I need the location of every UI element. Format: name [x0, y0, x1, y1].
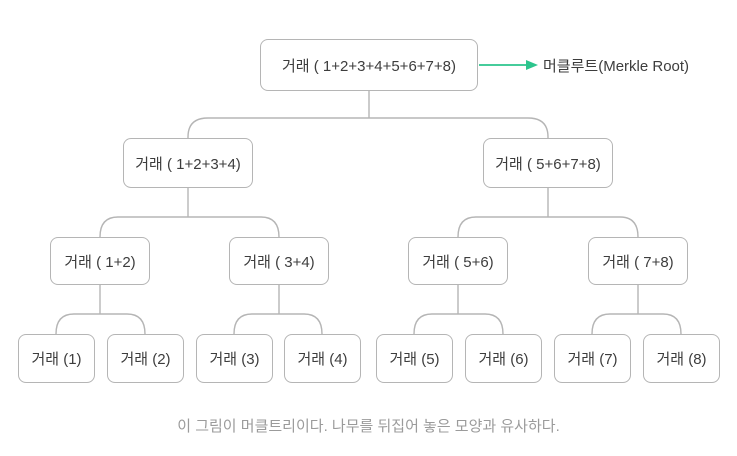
diagram-caption: 이 그림이 머클트리이다. 나무를 뒤집어 놓은 모양과 유사하다.	[177, 418, 560, 435]
tree-node-tx-1: 거래 (1)	[18, 334, 95, 383]
connector-l3a-rail	[55, 313, 146, 335]
tree-node-tx-4: 거래 (4)	[284, 334, 361, 383]
connector-root-rail	[187, 117, 549, 138]
arrow-right-icon	[479, 60, 538, 70]
tree-node-root: 거래 ( 1+2+3+4+5+6+7+8)	[260, 39, 478, 91]
tree-node-tx-56: 거래 ( 5+6)	[408, 237, 508, 285]
tree-node-tx-12: 거래 ( 1+2)	[50, 237, 150, 285]
tree-node-tx-7: 거래 (7)	[554, 334, 631, 383]
tree-node-tx-34: 거래 ( 3+4)	[229, 237, 329, 285]
connector-l2a-rail	[99, 216, 280, 238]
tree-node-tx-78: 거래 ( 7+8)	[588, 237, 688, 285]
tree-node-tx-1234: 거래 ( 1+2+3+4)	[123, 138, 253, 188]
merkle-root-label: 머클루트(Merkle Root)	[543, 57, 690, 75]
connector-l3d-rail	[591, 313, 682, 335]
tree-node-tx-8: 거래 (8)	[643, 334, 720, 383]
tree-node-tx-2: 거래 (2)	[107, 334, 184, 383]
connector-l2b-rail	[457, 216, 639, 238]
tree-node-tx-3: 거래 (3)	[196, 334, 273, 383]
connector-l3c-rail	[413, 313, 504, 335]
tree-node-tx-5: 거래 (5)	[376, 334, 453, 383]
tree-node-tx-6: 거래 (6)	[465, 334, 542, 383]
tree-node-tx-5678: 거래 ( 5+6+7+8)	[483, 138, 613, 188]
connector-l3b-rail	[233, 313, 323, 335]
